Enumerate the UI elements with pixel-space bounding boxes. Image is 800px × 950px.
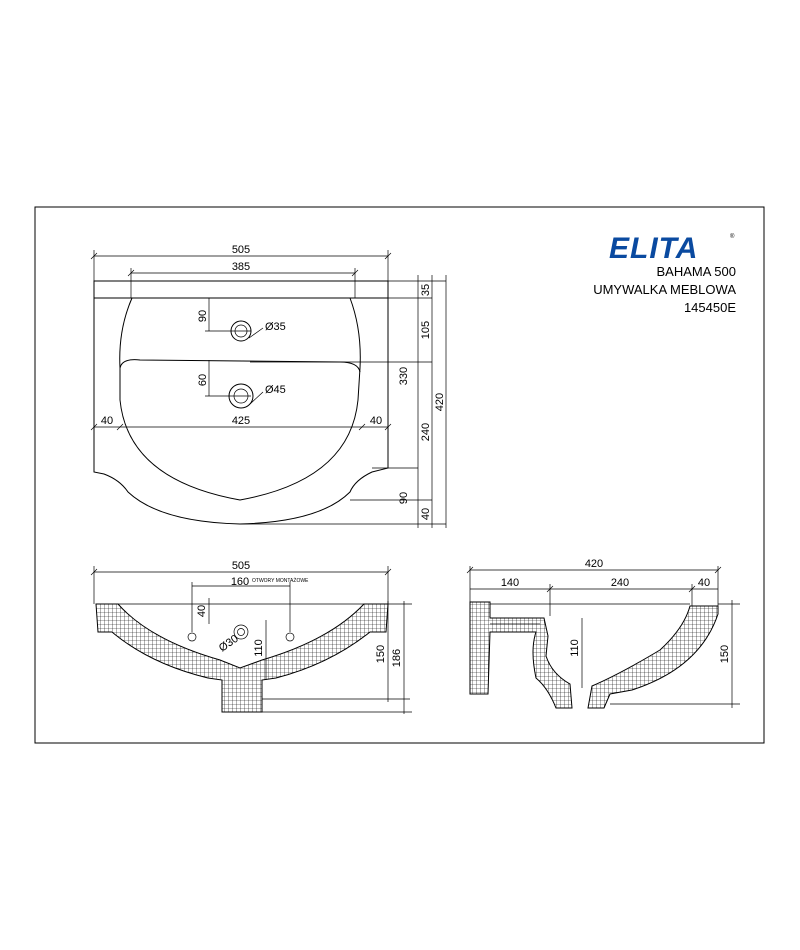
dim-35: 35 (420, 284, 432, 296)
dim-140: 140 (501, 577, 519, 589)
dim-160: 160 (231, 576, 249, 588)
overflow-hole (233, 624, 249, 640)
dim-425: 425 (232, 415, 250, 427)
dim-150-side: 150 (719, 645, 731, 663)
dim-40-front: 40 (196, 605, 208, 617)
dim-330: 330 (398, 367, 410, 385)
drawing-frame (34, 206, 765, 744)
dim-110-side: 110 (569, 639, 581, 657)
dim-150-front: 150 (375, 645, 387, 663)
front-section (95, 603, 389, 713)
product-model: BAHAMA 500 (657, 264, 737, 279)
dim-385: 385 (232, 261, 250, 273)
product-code: 145450E (684, 300, 736, 315)
dim-90-tap: 90 (197, 310, 209, 322)
dim-40-left: 40 (101, 415, 113, 427)
dim-505-front: 505 (232, 560, 250, 572)
mounting-hole-left (187, 632, 197, 642)
product-type: UMYWALKA MEBLOWA (593, 282, 736, 297)
brand-logo: ELITA (609, 232, 698, 265)
dim-110-front: 110 (253, 639, 265, 657)
dim-105: 105 (420, 321, 432, 339)
dim-60: 60 (197, 374, 209, 386)
dim-240: 240 (420, 423, 432, 441)
mounting-hole-right (285, 632, 295, 642)
side-section-back (469, 601, 573, 709)
dim-420: 420 (434, 393, 446, 411)
dim-90-bottom: 90 (398, 492, 410, 504)
side-section-front (587, 605, 719, 709)
dim-186: 186 (391, 649, 403, 667)
dim-40-bottom: 40 (420, 508, 432, 520)
top-view: 505 385 90 Ø35 60 Ø45 40 425 40 (90, 244, 447, 528)
title-block: ELITA ® BAHAMA 500 UMYWALKA MEBLOWA 1454… (593, 232, 736, 315)
dim-240-side: 240 (611, 577, 629, 589)
dim-505-top: 505 (232, 244, 250, 256)
side-view: 420 140 240 40 110 150 (466, 558, 740, 709)
dim-40-side: 40 (698, 577, 710, 589)
holes-label: OTWORY MONTAŻOWE (252, 577, 309, 584)
sink-outline-top (93, 280, 389, 525)
overflow-label: Ø30 (217, 633, 241, 655)
dim-40-right: 40 (370, 415, 382, 427)
tap-hole-label: Ø35 (265, 321, 286, 333)
front-view: 505 160 OTWORY MONTAŻOWE 40 Ø30 110 150 … (90, 560, 412, 714)
basin-inner (119, 297, 361, 501)
drain-hole-label: Ø45 (265, 384, 286, 396)
dim-420-side: 420 (585, 558, 603, 570)
registered-mark: ® (730, 233, 735, 240)
